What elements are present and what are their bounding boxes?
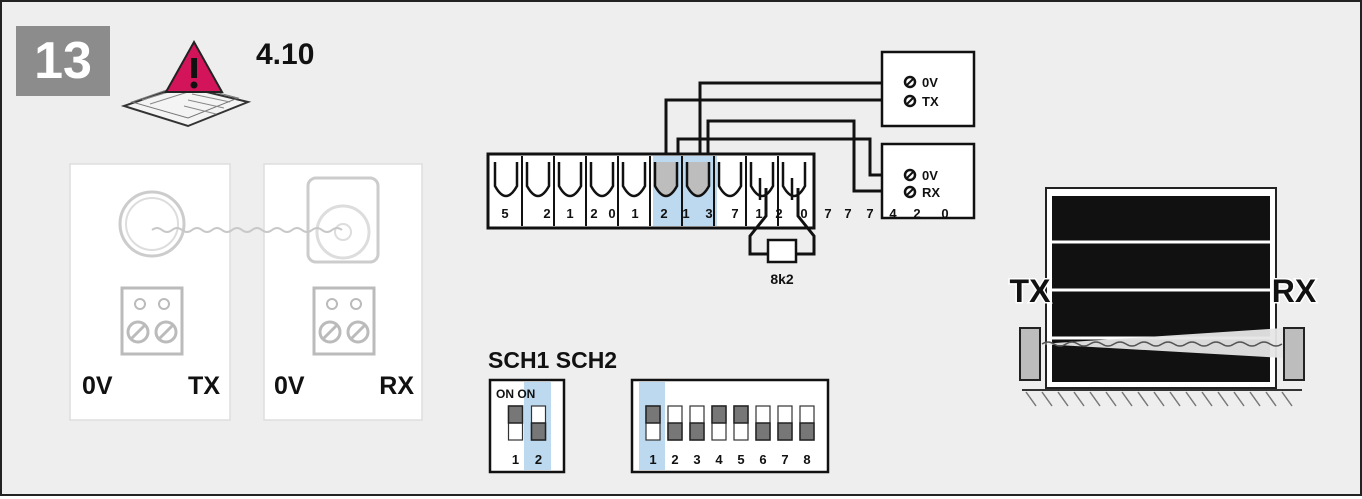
sch2-switch-lever xyxy=(689,422,705,441)
terminal-screw-2 xyxy=(525,162,551,198)
terminal-screw-9 xyxy=(749,162,775,198)
rx-panel-rx-label: RX xyxy=(379,372,414,400)
terminal-label: 7 xyxy=(866,206,873,221)
sch1-switch-number: 2 xyxy=(535,452,542,467)
terminal-label: 7 xyxy=(731,206,738,221)
sch2-switch-number: 5 xyxy=(737,452,744,467)
tx-panel-tx-label: TX xyxy=(188,372,220,400)
sch2-switch-number: 4 xyxy=(715,452,723,467)
gate-illustration xyxy=(1019,187,1305,407)
sch2-switch-lever xyxy=(645,405,661,424)
sch2-switch-lever xyxy=(777,422,793,441)
terminal-label: 0 xyxy=(608,206,615,221)
dip-switch-title: SCH1 SCH2 xyxy=(488,347,617,373)
terminal-label: 1 xyxy=(566,206,573,221)
sch2-switch-number: 2 xyxy=(671,452,678,467)
terminal-label: 2 xyxy=(913,206,920,221)
terminal-screw-7 xyxy=(685,162,711,198)
tx-device-box xyxy=(880,50,976,128)
sch1-switch-lever xyxy=(530,422,547,441)
tx-photocell-panel xyxy=(69,163,231,421)
terminal-label: 0 xyxy=(941,206,948,221)
sch2-switch-number: 8 xyxy=(803,452,810,467)
sch2-switch-number: 6 xyxy=(759,452,766,467)
resistor-8k2 xyxy=(748,188,816,264)
terminal-label: 3 xyxy=(705,206,712,221)
sch2-switch-lever xyxy=(733,405,749,424)
manual-warning-icon xyxy=(120,39,252,128)
gate-tx-label: TX xyxy=(1010,273,1052,309)
resistor-label: 8k2 xyxy=(770,271,794,287)
terminal-label: 0 xyxy=(800,206,807,221)
sch2-switch-lever xyxy=(711,405,727,424)
dip-on-label: ON ON xyxy=(496,387,535,401)
sch2-switch-number: 1 xyxy=(649,452,656,467)
terminal-label: 4 xyxy=(889,206,897,221)
tx-device-tx-label: TX xyxy=(922,94,939,109)
rx-panel-0v-label: 0V xyxy=(274,372,305,400)
manual-reference: 4.10 xyxy=(256,38,314,71)
sch2-switch-number: 7 xyxy=(781,452,788,467)
terminal-screw-5 xyxy=(621,162,647,198)
sch1-switch-lever xyxy=(507,405,524,424)
terminal-screw-8 xyxy=(717,162,743,198)
sch2-switch-lever xyxy=(755,422,771,441)
tx-device-0v-label: 0V xyxy=(922,75,938,90)
terminal-label: 7 xyxy=(844,206,851,221)
step-number: 13 xyxy=(34,32,92,90)
terminal-label: 7 xyxy=(824,206,831,221)
terminal-label: 2 xyxy=(660,206,667,221)
rx-device-rx-label: RX xyxy=(922,185,940,200)
terminal-screw-6 xyxy=(653,162,679,198)
sch2-switch-number: 3 xyxy=(693,452,700,467)
sch2-switch-lever xyxy=(667,422,683,441)
tx-panel-0v-label: 0V xyxy=(82,372,113,400)
sch1-dip-switch: ON ON 1 2 xyxy=(488,378,566,474)
terminal-label: 1 xyxy=(682,206,689,221)
terminal-screw-10 xyxy=(781,162,807,198)
rx-device-box xyxy=(880,142,976,220)
terminal-screw-4 xyxy=(589,162,615,198)
terminal-label: 5 xyxy=(501,206,508,221)
terminal-label: 2 xyxy=(775,206,782,221)
gate-rx-label: RX xyxy=(1272,273,1317,309)
terminal-screw-1 xyxy=(493,162,519,198)
terminal-screw-3 xyxy=(557,162,583,198)
step-badge-bg xyxy=(16,26,110,96)
rx-photocell-panel xyxy=(263,163,423,421)
sch1-switch-number: 1 xyxy=(512,452,519,467)
photocell-beam xyxy=(151,227,343,233)
sch2-switch-lever xyxy=(799,422,815,441)
rx-device-0v-label: 0V xyxy=(922,168,938,183)
terminal-label: 1 xyxy=(755,206,762,221)
terminal-label: 1 xyxy=(631,206,638,221)
terminal-label: 2 xyxy=(543,206,550,221)
terminal-label: 2 xyxy=(590,206,597,221)
step-badge: 13 xyxy=(16,26,110,96)
